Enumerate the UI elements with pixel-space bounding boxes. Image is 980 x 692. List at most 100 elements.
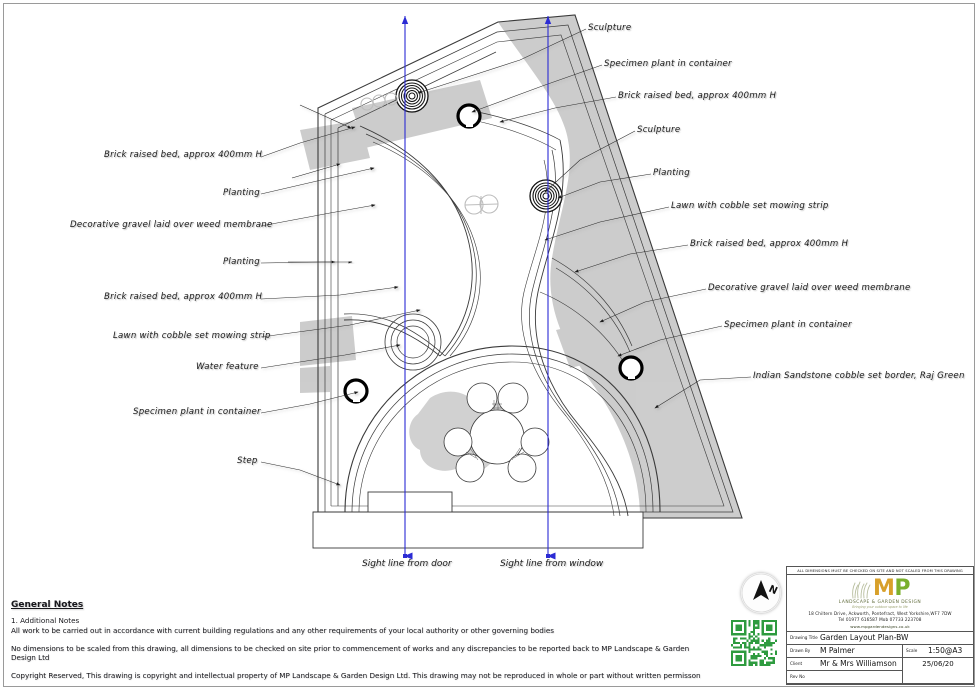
sight-line-door-end-node — [403, 554, 407, 558]
title-block-disclaimer: ALL DIMENSIONS MUST BE CHECKED ON SITE A… — [787, 567, 973, 575]
chair-shape — [497, 382, 529, 414]
sight-line-door-top-arrow — [401, 16, 409, 24]
annotation-brick-raised-bed-1: Brick raised bed, approx 400mm H — [104, 150, 263, 160]
decorative-plant-symbols — [360, 92, 499, 215]
general-notes-subtitle: 1. Additional Notes — [11, 616, 80, 625]
house-wall — [312, 491, 644, 549]
lawn-and-path-curves — [343, 109, 661, 517]
sculpture-icon-1 — [456, 103, 482, 129]
annotation-step: Step — [237, 456, 258, 466]
annotation-planting-2: Planting — [223, 257, 260, 267]
annotation-specimen-plant-2: Specimen plant in container — [604, 59, 732, 69]
annotation-sculpture-2: Sculpture — [637, 125, 681, 135]
row-client: Client Mr & Mrs Williamson — [787, 658, 902, 671]
annotation-leader-lines — [260, 28, 752, 486]
chair-shape — [443, 427, 473, 457]
general-notes-line-3: Copyright Reserved, This drawing is copy… — [11, 671, 701, 680]
leader-specimen-plant-2 — [471, 64, 603, 113]
annotation-indian-sandstone-border: Indian Sandstone cobble set border, Raj … — [753, 371, 965, 381]
sight-line-window-caption: Sight line from window — [500, 559, 604, 569]
north-arrow-icon: N — [741, 573, 781, 613]
leader-brick-raised-bed-2 — [260, 285, 399, 300]
company-website: www.mpgardendesigns.co.uk — [850, 623, 910, 629]
leader-brick-raised-bed-3 — [499, 96, 617, 123]
drawing-title-value: Garden Layout Plan-BW — [820, 633, 909, 642]
title-block: ALL DIMENSIONS MUST BE CHECKED ON SITE A… — [786, 566, 974, 685]
leader-decorative-gravel-1 — [260, 204, 376, 227]
client-value: Mr & Mrs Williamson — [820, 659, 897, 668]
annotation-lawn-cobble-mowing-2: Lawn with cobble set mowing strip — [671, 201, 829, 211]
company-phone: Tel 01977 616587 Mob 07733 223708 — [838, 617, 922, 622]
leader-planting-1 — [260, 167, 375, 195]
chair-shape — [455, 453, 485, 483]
sight-lines — [401, 16, 556, 560]
annotation-decorative-gravel-2: Decorative gravel laid over weed membran… — [708, 283, 911, 293]
sight-line-door-caption: Sight line from door — [362, 559, 452, 569]
drawn-by-label: Drawn By — [790, 648, 811, 653]
specimen-plant-icon-1 — [395, 79, 429, 113]
step-shape — [367, 491, 453, 513]
sculpture-icon-3 — [343, 378, 369, 404]
row-rev-no: Rev No — [787, 671, 902, 683]
company-logo-area: MP LANDSCAPE & GARDEN DESIGN Bringing yo… — [787, 575, 973, 632]
drawing-title-label: Drawing Title — [790, 635, 818, 640]
annotation-planting-1: Planting — [223, 188, 260, 198]
drawn-by-value: M Palmer — [820, 646, 855, 655]
chair-shape — [507, 453, 537, 483]
annotation-specimen-plant-3: Specimen plant in container — [724, 320, 852, 330]
scale-label: Scale — [906, 648, 918, 653]
row-scale: Scale 1:50@A3 — [903, 645, 973, 658]
plan-features — [343, 79, 644, 404]
general-notes-line-1: All work to be carried out in accordance… — [11, 626, 555, 635]
leader-decorative-gravel-2 — [599, 288, 707, 323]
annotation-brick-raised-bed-4: Brick raised bed, approx 400mm H — [690, 239, 849, 249]
annotation-brick-raised-bed-3: Brick raised bed, approx 400mm H — [618, 91, 777, 101]
annotation-planting-3: Planting — [653, 168, 690, 178]
row-drawn-by: Drawn By M Palmer — [787, 645, 902, 658]
company-tagline: Bringing your outdoor space to life — [852, 605, 908, 609]
general-notes-title: General Notes — [11, 600, 84, 610]
company-logo-text: MP — [872, 576, 911, 601]
title-block-right-column: Scale 1:50@A3 25/06/20 — [903, 645, 973, 683]
leader-specimen-plant-1 — [260, 391, 359, 414]
annotation-brick-raised-bed-2: Brick raised bed, approx 400mm H — [104, 292, 263, 302]
leader-brick-raised-bed-4 — [574, 244, 689, 273]
leader-sculpture-1 — [417, 28, 587, 94]
sight-line-window-end-node — [546, 554, 550, 558]
annotation-water-feature: Water feature — [196, 362, 259, 372]
leader-lawn-cobble-mowing-2 — [544, 206, 670, 241]
leader-step — [260, 461, 341, 486]
grass-tufts-icon — [850, 579, 872, 599]
title-block-lower: Drawn By M Palmer Client Mr & Mrs Willia… — [787, 644, 973, 684]
leader-planting-3 — [557, 173, 652, 199]
sight-line-window-top-arrow — [544, 16, 552, 24]
chair-shape — [466, 382, 498, 414]
annotation-specimen-plant-1: Specimen plant in container — [133, 407, 261, 417]
leader-brick-raised-bed-1 — [260, 126, 356, 158]
general-notes-block: General Notes 1. Additional Notes All wo… — [11, 600, 711, 689]
specimen-plant-icon-2 — [529, 179, 563, 213]
leader-sculpture-2 — [544, 130, 636, 193]
table-and-chairs — [443, 382, 550, 483]
annotation-decorative-gravel-1: Decorative gravel laid over weed membran… — [70, 220, 273, 230]
drawing-date-value: 25/06/20 — [922, 659, 954, 668]
client-label: Client — [790, 661, 803, 666]
leader-water-feature — [260, 344, 401, 369]
rev-no-label: Rev No — [790, 674, 805, 679]
company-logo-subtitle: LANDSCAPE & GARDEN DESIGN — [838, 600, 922, 605]
company-address: 18 Chiltern Drive, Ackworth, Pontefract,… — [808, 610, 952, 616]
leader-indian-sandstone-border — [654, 376, 752, 409]
sculpture-icon-2 — [618, 355, 644, 381]
leader-planting-2 — [260, 260, 353, 264]
annotation-lawn-cobble-mowing-1: Lawn with cobble set mowing strip — [113, 331, 271, 341]
title-block-left-column: Drawn By M Palmer Client Mr & Mrs Willia… — [787, 644, 903, 683]
leader-lawn-cobble-mowing-1 — [260, 309, 421, 338]
annotation-sculpture-1: Sculpture — [588, 23, 632, 33]
qr-code-icon — [731, 620, 777, 666]
general-notes-line-2: No dimensions to be scaled from this dra… — [11, 644, 690, 662]
scale-value: 1:50@A3 — [928, 646, 963, 655]
leader-specimen-plant-3 — [617, 325, 723, 357]
row-drawing-title: Drawing Title Garden Layout Plan-BW — [787, 632, 973, 645]
